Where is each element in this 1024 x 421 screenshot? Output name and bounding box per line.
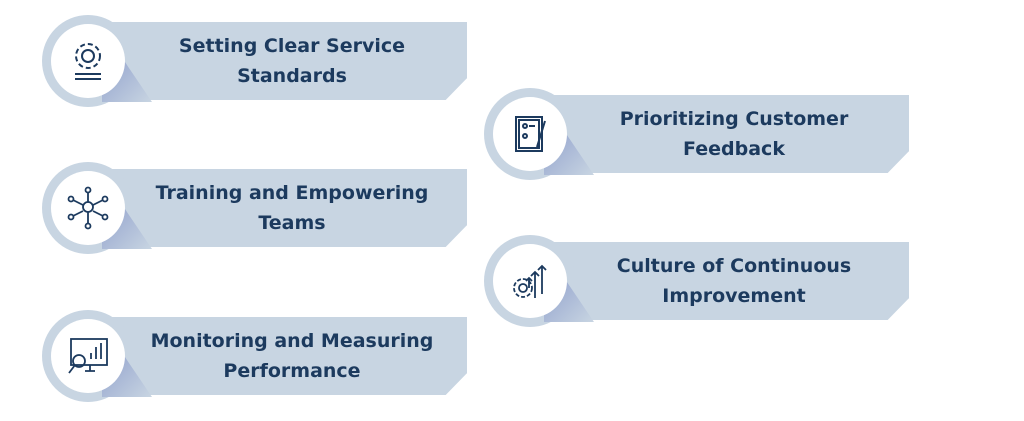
banner <box>112 317 467 395</box>
gear-growth-arrows-icon <box>493 244 567 318</box>
item-label: Monitoring and Measuring Performance <box>150 330 434 382</box>
item-prioritizing-feedback: Prioritizing Customer Feedback <box>484 87 914 183</box>
item-label: Training and Empowering Teams <box>155 182 429 234</box>
clipboard-feedback-icon <box>493 97 567 171</box>
gear-icon <box>51 24 125 98</box>
item-label: Culture of Continuous Improvement <box>616 255 852 307</box>
banner <box>112 22 467 100</box>
item-setting-standards: Setting Clear Service Standards <box>42 14 472 110</box>
item-training-teams: Training and Empowering Teams <box>42 161 472 257</box>
banner <box>554 242 909 320</box>
item-label: Setting Clear Service Standards <box>178 35 406 87</box>
item-monitoring-performance: Monitoring and Measuring Performance <box>42 309 472 405</box>
team-network-icon <box>51 171 125 245</box>
item-label: Prioritizing Customer Feedback <box>619 108 849 160</box>
item-continuous-improvement: Culture of Continuous Improvement <box>484 234 914 330</box>
banner <box>112 169 467 247</box>
monitor-chart-icon <box>51 319 125 393</box>
banner <box>554 95 909 173</box>
